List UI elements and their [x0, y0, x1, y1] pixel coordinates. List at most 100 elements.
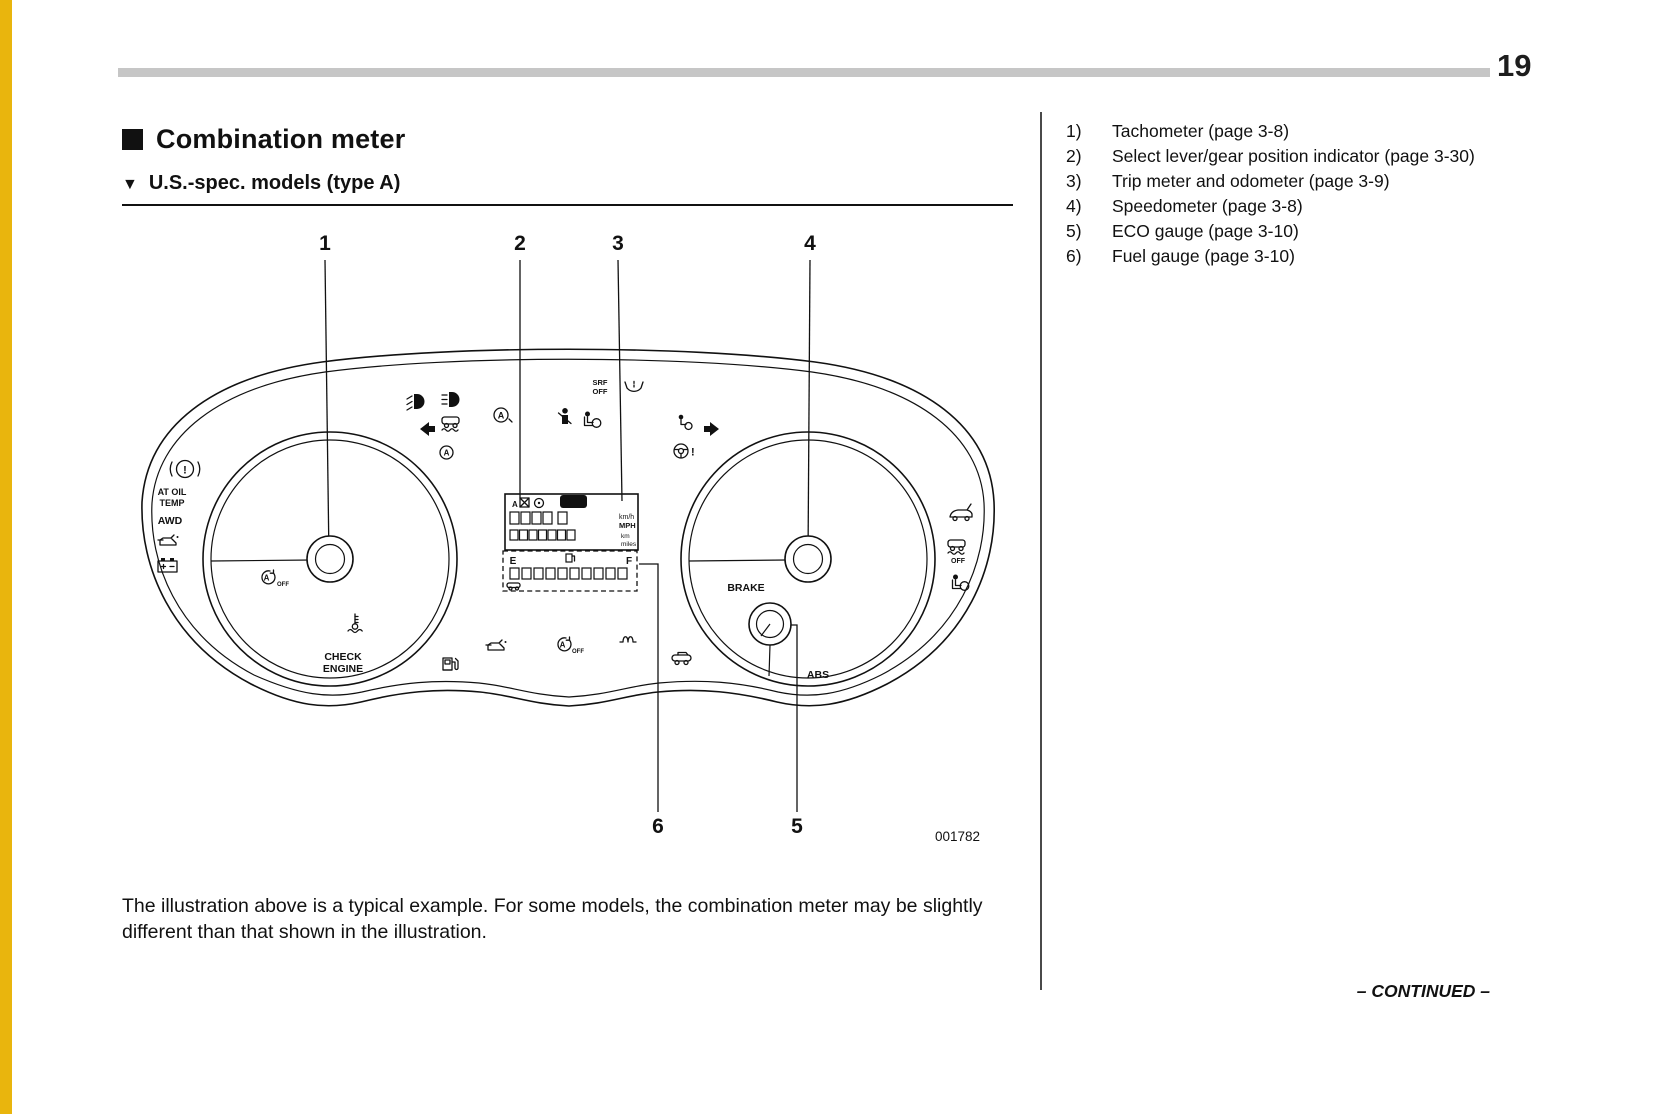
legend-item-label: ECO gauge (page 3-10) [1112, 221, 1299, 242]
shift-lock-icon [519, 497, 530, 508]
fuel-gauge-pump-icon [565, 553, 576, 563]
set-badge-label: SET [565, 497, 583, 507]
fuel-f-label: F [626, 556, 632, 567]
seat-belt-icon [557, 408, 572, 425]
legend-list: 1) Tachometer (page 3-8) 2) Select lever… [1066, 119, 1494, 269]
section-heading: Combination meter [122, 124, 405, 155]
gear-warning-icon [533, 497, 545, 509]
fuel-level-segments [509, 567, 628, 580]
idle-stop-off-label: OFF [572, 649, 584, 655]
trunk-open-icon [949, 503, 973, 522]
awd-label: AWD [158, 515, 183, 527]
section-title: Combination meter [156, 124, 406, 154]
abs-label: ABS [807, 669, 829, 681]
callout-leaders [324, 259, 811, 812]
header-rule [118, 68, 1490, 77]
legend-item-number: 2) [1066, 146, 1082, 167]
check-engine-label-1: CHECK [324, 651, 362, 663]
check-engine-label-2: ENGINE [323, 663, 363, 675]
subsection-marker-icon: ▼ [122, 175, 138, 193]
kmh-label: km/h [619, 514, 634, 521]
legend-item-5: 5) ECO gauge (page 3-10) [1066, 219, 1494, 244]
combination-meter-diagram: A [122, 212, 1015, 860]
vdc-off-icon: OFF [947, 539, 966, 565]
odometer-segments [509, 529, 576, 541]
battery-icon [157, 558, 178, 573]
fog-light-icon [406, 394, 425, 411]
cluster-outline [141, 348, 995, 707]
figure-id: 001782 [935, 829, 980, 844]
auto-stop-off-label: OFF [277, 582, 289, 588]
callout-3: 3 [612, 232, 624, 255]
child-airbag-icon [678, 414, 693, 431]
svg-text:A: A [498, 410, 505, 420]
coolant-temp-icon [347, 613, 363, 634]
callout-5: 5 [791, 815, 803, 838]
legend-item-number: 1) [1066, 121, 1082, 141]
legend-item-label: Trip meter and odometer (page 3-9) [1112, 171, 1390, 192]
legend-item-label: Fuel gauge (page 3-10) [1112, 246, 1295, 267]
vdc-off-label: OFF [951, 558, 966, 565]
subsection-title: U.S.-spec. models (type A) [148, 172, 401, 194]
svg-text:!: ! [183, 464, 187, 476]
srf-label: SRF [593, 378, 608, 387]
diagram-caption: The illustration above is a typical exam… [122, 894, 983, 943]
washer-fluid-icon [624, 380, 644, 392]
trip-meter-segments [509, 511, 568, 525]
traction-control-icon [441, 416, 460, 432]
legend-item-6: 6) Fuel gauge (page 3-10) [1066, 244, 1494, 269]
glow-plug-icon [619, 636, 637, 643]
oil-level-icon [485, 639, 508, 651]
subsection-heading: ▼ U.S.-spec. models (type A) [122, 172, 1013, 206]
page-number: 19 [1497, 48, 1532, 83]
column-divider [1040, 112, 1042, 990]
eco-gauge [748, 602, 792, 677]
legend-item-number: 6) [1066, 246, 1082, 267]
legend-item-number: 3) [1066, 171, 1082, 192]
legend-item-label: Speedometer (page 3-8) [1112, 196, 1303, 217]
legend-item-label: Select lever/gear position indicator (pa… [1112, 146, 1475, 167]
set-badge: SET [560, 495, 587, 508]
cruise-set-icon: A [439, 445, 454, 460]
legend-item-number: 4) [1066, 196, 1082, 217]
cruise-main-icon: A [493, 407, 513, 423]
turn-left-signal-icon [420, 422, 435, 436]
legend-item-4: 4) Speedometer (page 3-8) [1066, 194, 1494, 219]
oil-pressure-icon [157, 534, 180, 546]
at-oil-label: AT OIL [158, 487, 187, 497]
fuel-gauge-panel: E F [502, 550, 638, 592]
section-bullet-icon [122, 129, 143, 150]
idle-stop-off-icon: OFF [557, 636, 584, 655]
at-oil-temp-label: TEMP [159, 498, 184, 508]
legend-item-number: 5) [1066, 221, 1082, 242]
speedometer-gauge [680, 431, 936, 687]
callout-2: 2 [514, 232, 526, 255]
passenger-airbag-icon [583, 410, 602, 428]
callout-6: 6 [652, 815, 664, 838]
steering-warning-icon: ! [673, 443, 695, 459]
legend-item-3: 3) Trip meter and odometer (page 3-9) [1066, 169, 1494, 194]
turn-right-signal-icon [704, 422, 719, 436]
high-beam-icon [441, 392, 460, 407]
tachometer-gauge [202, 431, 458, 687]
km-label: km [621, 533, 630, 540]
low-fuel-icon [442, 657, 459, 671]
brake-warning-icon: ! [169, 459, 201, 479]
display-car-icon [506, 582, 521, 591]
legend-item-2: 2) Select lever/gear position indicator … [1066, 144, 1494, 169]
auto-stop-start-icon: OFF [261, 569, 289, 588]
srf-off-label: OFF [593, 387, 608, 396]
svg-text:!: ! [691, 447, 695, 459]
continued-marker: – CONTINUED – [1356, 981, 1490, 1001]
brake-label: BRAKE [727, 582, 764, 594]
callout-1: 1 [319, 232, 331, 255]
legend-item-label: Tachometer (page 3-8) [1112, 121, 1290, 141]
mph-label: MPH [619, 521, 636, 530]
callout-4: 4 [804, 232, 816, 255]
legend-item-1: 1) Tachometer (page 3-8) [1066, 119, 1494, 144]
gear-auto-indicator-icon: A [512, 500, 518, 509]
security-car-icon [671, 651, 692, 666]
miles-label: miles [621, 541, 637, 548]
center-display: A SET km/h MPH [502, 493, 639, 592]
